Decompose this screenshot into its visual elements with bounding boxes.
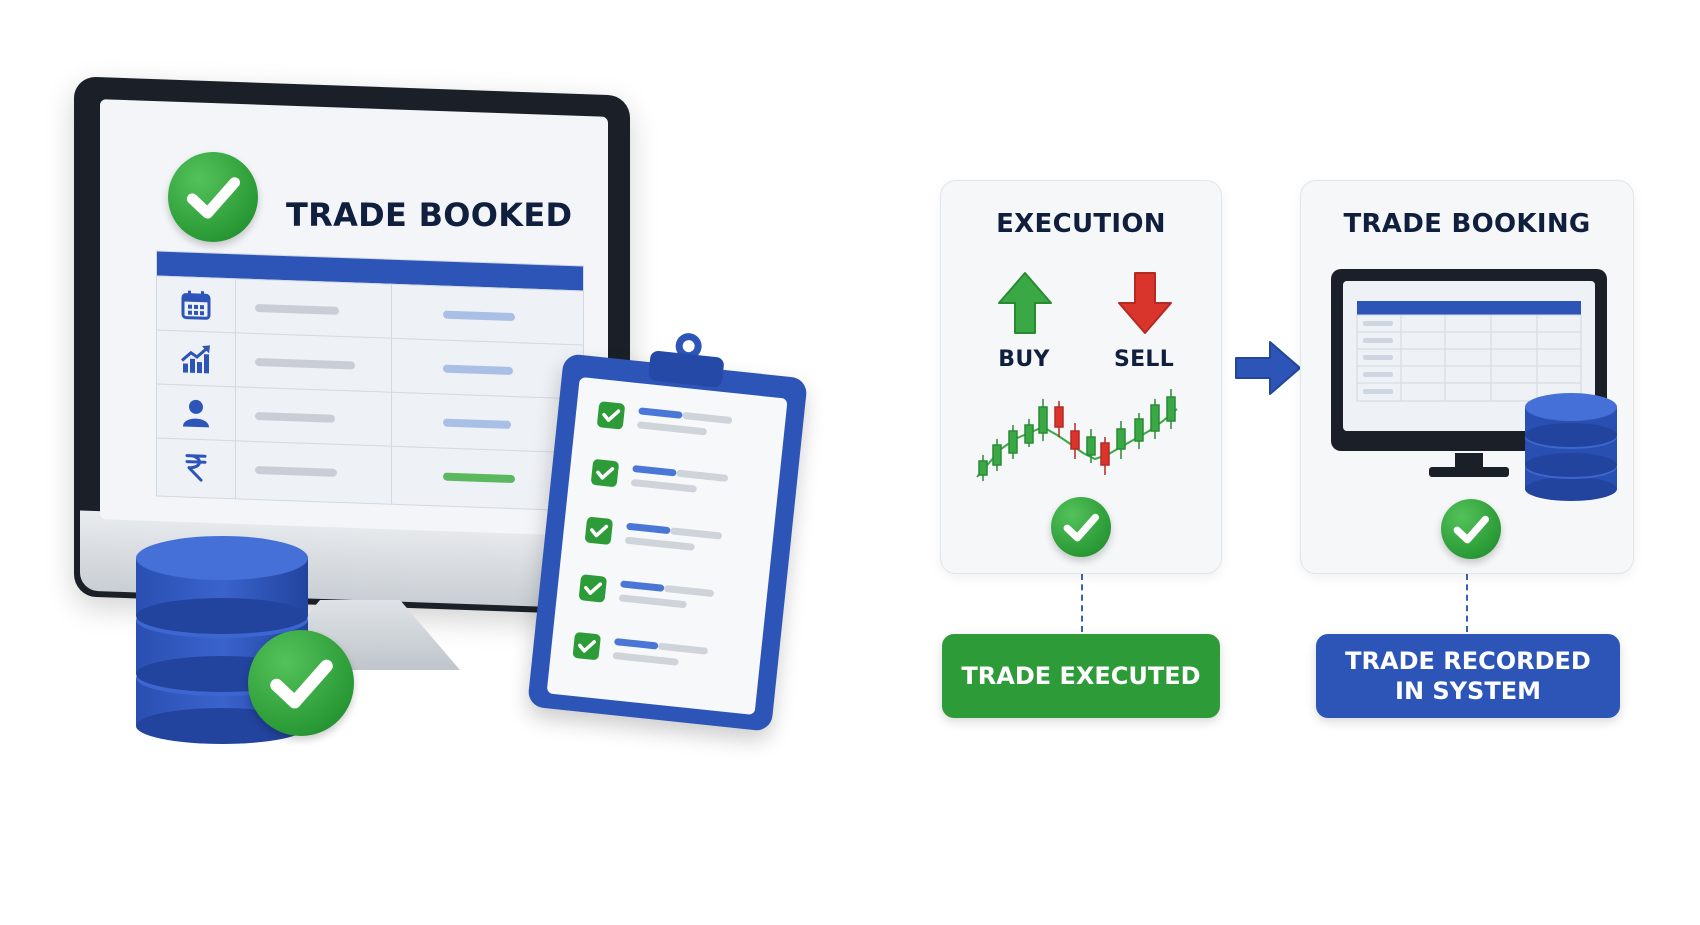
buy-label: BUY <box>998 347 1050 372</box>
connector-line <box>1466 574 1468 632</box>
checkbox-checked-icon <box>590 458 620 488</box>
trade-booking-stage-card: TRADE BOOKING <box>1300 180 1634 574</box>
connector-line <box>1081 574 1083 632</box>
checkbox-checked-icon <box>578 574 608 603</box>
growth-chart-icon <box>179 341 213 376</box>
trade-executed-label: TRADE EXECUTED <box>942 634 1220 718</box>
checkbox-checked-icon <box>572 631 602 661</box>
table-row <box>157 275 583 346</box>
table-row <box>157 329 583 400</box>
calendar-icon <box>179 287 213 322</box>
database-icon <box>1523 391 1619 503</box>
buy-arrow-up-icon <box>997 271 1053 335</box>
sell-arrow-down-icon <box>1117 271 1173 335</box>
candlestick-chart-icon <box>971 389 1193 485</box>
user-icon <box>179 395 213 430</box>
check-circle-icon <box>248 630 354 736</box>
checkbox-checked-icon <box>596 401 626 430</box>
table-row <box>157 383 583 454</box>
stage-title: EXECUTION <box>996 209 1166 239</box>
checkbox-checked-icon <box>584 516 614 546</box>
trade-executed-text: TRADE EXECUTED <box>961 662 1201 690</box>
check-circle-icon <box>168 152 258 242</box>
check-circle-icon <box>1441 499 1501 559</box>
sell-label: SELL <box>1113 347 1175 372</box>
checklist-clipboard <box>527 333 808 732</box>
clipboard-clip <box>642 326 733 391</box>
trade-recorded-label: TRADE RECORDED IN SYSTEM <box>1316 634 1620 718</box>
flow-arrow-right-icon <box>1234 338 1302 398</box>
trade-recorded-text: TRADE RECORDED IN SYSTEM <box>1345 647 1591 705</box>
rupee-icon <box>179 449 213 484</box>
execution-stage-card: EXECUTION BUY SELL <box>940 180 1222 574</box>
clipboard-paper <box>546 376 788 716</box>
trade-table <box>156 250 584 512</box>
table-row <box>157 437 583 508</box>
stage-title: TRADE BOOKING <box>1343 209 1591 239</box>
screen-title: TRADE BOOKED <box>286 196 573 234</box>
monitor-stand <box>1419 453 1519 477</box>
check-circle-icon <box>1051 497 1111 557</box>
